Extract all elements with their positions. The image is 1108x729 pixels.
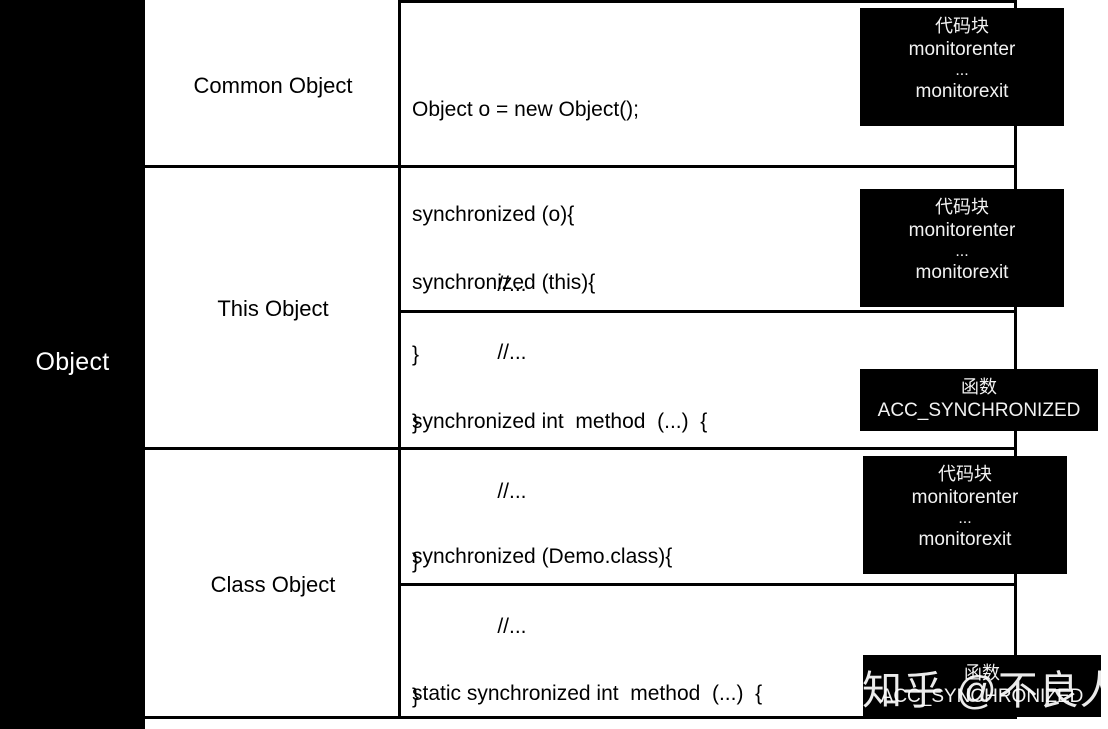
row-divider-common-this	[145, 165, 1017, 168]
row-divider-this-class	[145, 447, 1017, 450]
code-this-object-method: synchronized int method (...) { //... }	[412, 334, 707, 649]
code-line: synchronized (Demo.class){	[412, 545, 673, 568]
code-line: }	[412, 343, 420, 366]
callout-ellipsis: ...	[955, 243, 969, 260]
callout-this-object-method: 函数 ACC_SYNCHRONIZED	[860, 369, 1098, 431]
callout-monitorenter: monitorenter	[908, 39, 1016, 60]
root-object-panel: Object	[0, 0, 145, 729]
callout-monitorenter: monitorenter	[911, 487, 1019, 508]
callout-this-object-block: 代码块 monitorenter ... monitorexit	[860, 189, 1064, 307]
callout-acc-synchronized: ACC_SYNCHRONIZED	[880, 686, 1084, 707]
code-class-object-block: synchronized (Demo.class){ //... }	[412, 469, 672, 729]
callout-monitorexit: monitorexit	[915, 81, 1009, 102]
code-line: Object o = new Object();	[412, 98, 640, 121]
category-label-this-object: This Object	[217, 296, 329, 321]
callout-monitorenter: monitorenter	[908, 220, 1016, 241]
subrow-divider-this-object	[398, 310, 1017, 313]
code-line: synchronized int method (...) {	[412, 410, 708, 433]
code-line: }	[412, 550, 420, 573]
category-column-divider	[398, 0, 401, 719]
code-line: }	[412, 411, 420, 434]
callout-ellipsis: ...	[958, 510, 972, 527]
code-line: }	[412, 685, 420, 708]
code-line: synchronized (o){	[412, 203, 575, 226]
callout-ellipsis: ...	[955, 62, 969, 79]
code-line: synchronized (this){	[412, 271, 596, 294]
code-common-object-block: Object o = new Object(); synchronized (o…	[412, 22, 639, 442]
code-line: static synchronized int method (...) {	[412, 682, 763, 705]
callout-title: 代码块	[938, 464, 992, 484]
callout-title: 函数	[964, 663, 1000, 683]
callout-title: 代码块	[935, 197, 989, 217]
code-this-object-block: synchronized (this){ //... }	[412, 195, 595, 510]
callout-title: 函数	[961, 377, 997, 397]
callout-monitorexit: monitorexit	[918, 529, 1012, 550]
category-label-class-object: Class Object	[210, 572, 336, 597]
code-line: //...	[497, 273, 527, 296]
category-label-common-object: Common Object	[193, 73, 353, 98]
callout-title: 代码块	[935, 16, 989, 36]
code-line: //...	[497, 615, 527, 638]
connector-spine-5	[1014, 586, 1017, 719]
subrow-divider-class-object	[398, 583, 1017, 586]
callout-class-object-method: 函数 ACC_SYNCHRONIZED	[863, 655, 1101, 717]
callout-monitorexit: monitorexit	[915, 262, 1009, 283]
table-top-border	[398, 0, 1017, 3]
root-object-label: Object	[35, 348, 110, 376]
code-line: //...	[497, 341, 527, 364]
callout-class-object-block: 代码块 monitorenter ... monitorexit	[863, 456, 1067, 574]
callout-acc-synchronized: ACC_SYNCHRONIZED	[877, 400, 1081, 421]
code-line: //...	[497, 480, 527, 503]
code-class-object-static-method: static synchronized int method (...) { /…	[412, 606, 762, 729]
callout-common-object: 代码块 monitorenter ... monitorexit	[860, 8, 1064, 126]
